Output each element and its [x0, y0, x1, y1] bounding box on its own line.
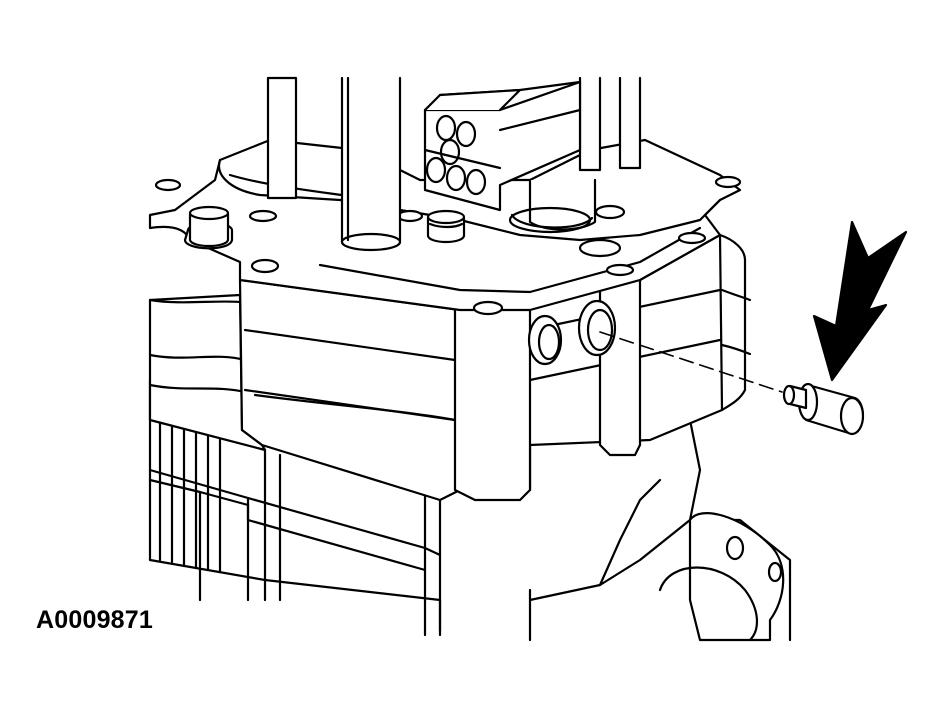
bellhousing-flange: [658, 512, 785, 642]
center-plug: [426, 209, 466, 244]
shift-fork-block: [423, 80, 582, 212]
large-black-arrow-icon: [812, 220, 908, 382]
sensor-plug: [782, 382, 865, 436]
shift-rails: [266, 76, 642, 252]
case-ports: [527, 299, 617, 366]
left-plug: [183, 205, 234, 250]
installation-path-line: [599, 331, 783, 393]
figure-reference-id: A0009871: [36, 606, 153, 634]
